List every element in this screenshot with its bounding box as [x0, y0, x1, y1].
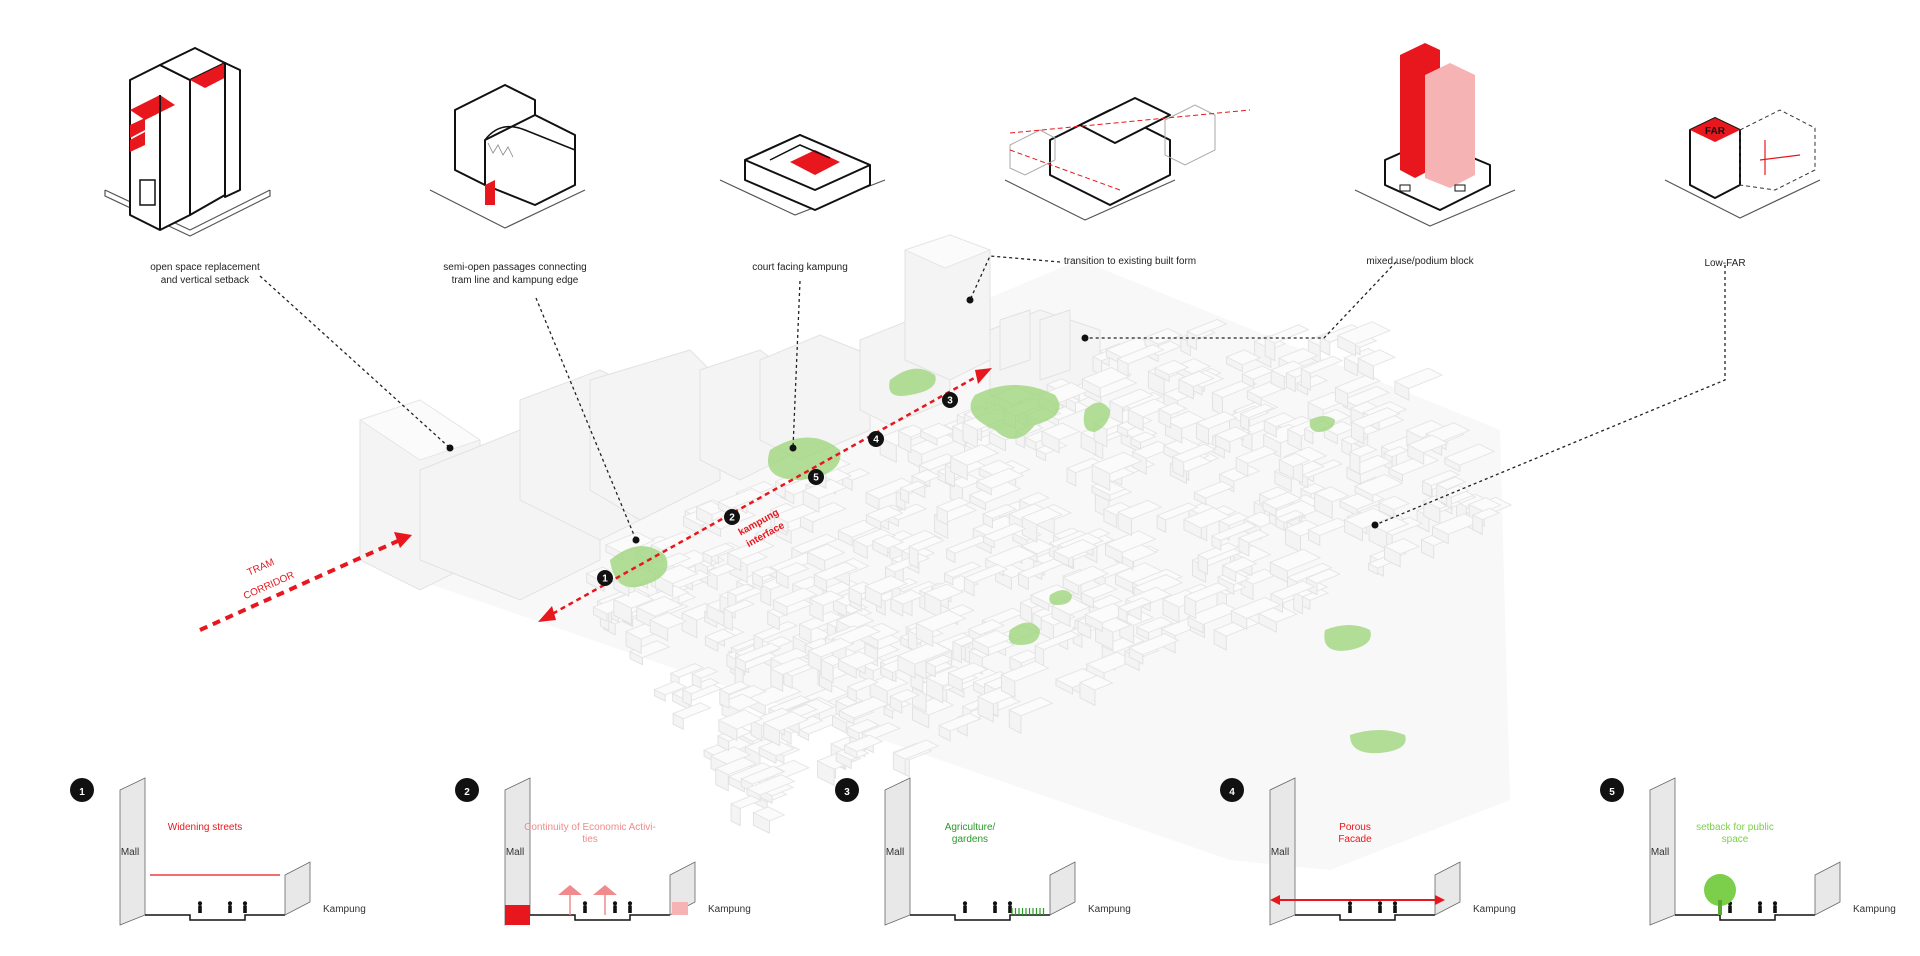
street-section [530, 914, 670, 921]
section-number-badge: 3 [835, 778, 859, 802]
kampung-label: Kampung [1473, 904, 1516, 915]
green-space [1049, 590, 1072, 605]
kampung-label: Kampung [323, 904, 366, 915]
icon-transition [1004, 97, 1251, 221]
section-number-badge: 1 [70, 778, 94, 802]
kampung-interface-arrow [538, 368, 992, 622]
mall-label: Mall [1271, 847, 1289, 858]
section-number: 2 [464, 787, 470, 798]
green-space [1350, 730, 1406, 754]
map-marker-label: 4 [873, 435, 879, 446]
street-section [145, 914, 285, 921]
green-space [889, 368, 936, 396]
stall-umbrella [558, 885, 582, 895]
kampung-wall [284, 861, 311, 916]
tram-corridor-label: TRAM CORRIDOR [242, 557, 296, 602]
section-number: 4 [1229, 787, 1235, 798]
section-caption: Widening streets [168, 822, 242, 833]
shop-front [672, 902, 688, 915]
callout-low-far: Low-FAR [1704, 258, 1746, 269]
green-space [610, 546, 668, 588]
map-marker-label: 3 [947, 396, 953, 407]
kampung-blocks [585, 318, 1513, 835]
kampung-wall [1049, 861, 1076, 916]
map-marker-5: 5 [808, 469, 824, 485]
mall-label: Mall [121, 847, 139, 858]
green-space [1083, 402, 1110, 432]
section-caption: ties [582, 834, 598, 845]
icon-mixed-use [1354, 43, 1516, 227]
section-caption: space [1722, 834, 1749, 845]
mall-label: Mall [1651, 847, 1669, 858]
tram-corridor-arrow [199, 532, 412, 632]
map-marker-label: 5 [813, 473, 819, 484]
street-section [910, 914, 1050, 921]
icon-open-space-replacement [104, 47, 271, 237]
callout-court: court facing kampung [752, 262, 848, 273]
map-marker-label: 1 [602, 574, 608, 585]
kampung-label: Kampung [1088, 904, 1131, 915]
street-section [1295, 914, 1435, 921]
map-marker-label: 2 [729, 513, 735, 524]
section-caption: setback for public [1696, 822, 1774, 833]
site-massing [358, 234, 1513, 870]
section-caption: Porous [1339, 822, 1371, 833]
green-space [768, 437, 841, 480]
stall-umbrella [593, 885, 617, 895]
kampung-wall [1814, 861, 1841, 916]
section-caption: gardens [952, 834, 988, 845]
kampung-wall [1434, 861, 1461, 916]
section-number-badge: 2 [455, 778, 479, 802]
green-space [970, 385, 1060, 439]
map-marker-2: 2 [724, 509, 740, 525]
section-number: 5 [1609, 787, 1615, 798]
section-number-badge: 5 [1600, 778, 1624, 802]
tree [1704, 874, 1736, 906]
section-caption: Agriculture/ [945, 822, 996, 833]
kampung-label: Kampung [1853, 904, 1896, 915]
section-number: 3 [844, 787, 850, 798]
map-marker-1: 1 [597, 570, 613, 586]
kampung-label: Kampung [708, 904, 751, 915]
callout-open-space: open space replacement and vertical setb… [150, 262, 260, 286]
map-marker-3: 3 [942, 392, 958, 408]
mall-label: Mall [506, 847, 524, 858]
callout-semi-open: semi-open passages connecting tram line … [443, 262, 587, 286]
far-tag: FAR [1705, 126, 1726, 137]
shop-front [505, 905, 530, 925]
leader-lines [259, 255, 1726, 544]
mall-label: Mall [886, 847, 904, 858]
callout-transition: transition to existing built form [1063, 256, 1197, 267]
icon-semi-open-passages [429, 84, 586, 229]
icon-court [719, 134, 886, 216]
section-number-badge: 4 [1220, 778, 1244, 802]
map-marker-4: 4 [868, 431, 884, 447]
street-section [1675, 914, 1815, 921]
section-number: 1 [79, 787, 85, 798]
icon-low-far: FAR [1664, 109, 1821, 219]
green-space [1324, 625, 1371, 651]
green-space [1008, 622, 1040, 645]
callout-mixed-use: mixed use/podium block [1366, 256, 1474, 267]
tram-label-line1: TRAM [246, 557, 276, 579]
section-caption: Continuity of Economic Activi- [524, 822, 656, 833]
green-space [1309, 416, 1335, 432]
section-caption: Facade [1338, 834, 1372, 845]
